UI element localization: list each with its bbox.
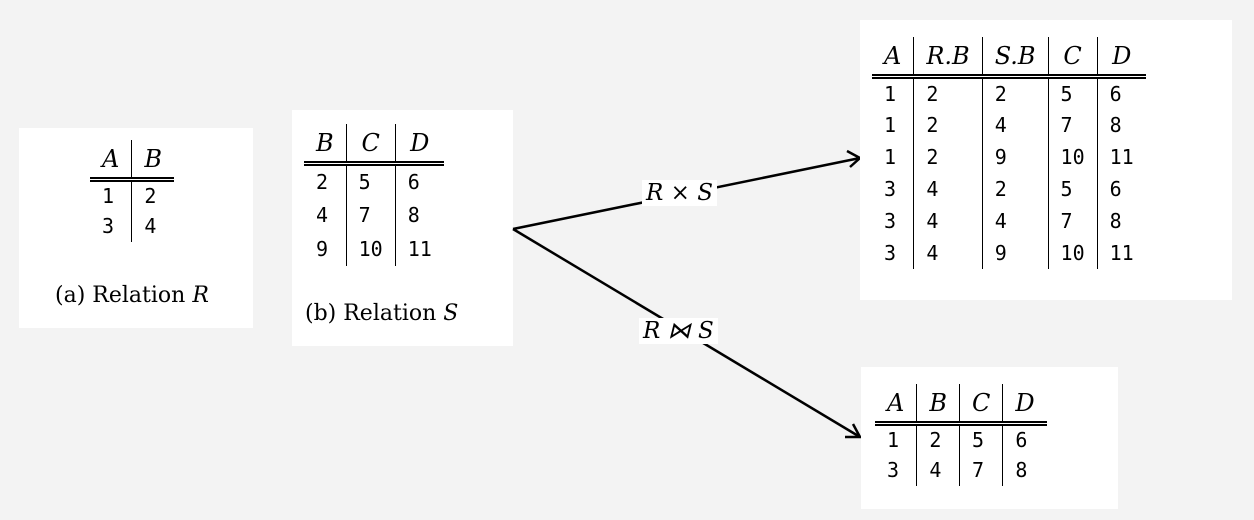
column-header: C xyxy=(345,124,396,166)
table-cell: 10 xyxy=(345,231,396,266)
table-cell: 6 xyxy=(1096,172,1146,205)
column-header: A xyxy=(872,37,914,79)
table-cell: 8 xyxy=(1002,454,1047,486)
table-cell: 4 xyxy=(316,202,329,227)
table-cell: 2 xyxy=(913,76,983,109)
table-cell: 5 xyxy=(1047,76,1098,109)
table-cell: 2 xyxy=(913,108,983,141)
column-header: B xyxy=(916,384,960,426)
table-cell: 4 xyxy=(913,204,983,237)
table-cell: 6 xyxy=(1096,76,1146,109)
table-cell: 7 xyxy=(958,454,1003,486)
table-cell: 4 xyxy=(981,204,1049,237)
column-header: C xyxy=(958,384,1003,426)
table-cell: 3 xyxy=(884,208,897,233)
table-cell: 5 xyxy=(1047,172,1098,205)
relation-s-caption-var: S xyxy=(443,301,459,326)
table-cell: 5 xyxy=(345,163,396,198)
table-cell: 4 xyxy=(131,210,174,242)
table-cell: 2 xyxy=(916,423,960,455)
table-cell: 9 xyxy=(316,236,329,261)
table-cell: 1 xyxy=(884,81,897,106)
table-cell: 2 xyxy=(981,76,1049,109)
table-cell: 3 xyxy=(884,176,897,201)
table-cell: 1 xyxy=(884,144,897,169)
table-cell: 8 xyxy=(1096,204,1146,237)
table-cell: 2 xyxy=(981,172,1049,205)
column-header: R.B xyxy=(913,37,983,79)
column-header: A xyxy=(875,384,917,426)
table-cell: 3 xyxy=(102,214,115,238)
table-cell: 2 xyxy=(316,169,329,194)
table-cell: 4 xyxy=(913,172,983,205)
table-cell: 9 xyxy=(981,140,1049,173)
cross-product-label: R × S xyxy=(642,180,717,206)
table-cell: 1 xyxy=(884,112,897,137)
table-cell: 4 xyxy=(913,236,983,269)
table-cell: 9 xyxy=(981,236,1049,269)
table-cell: 7 xyxy=(1047,204,1098,237)
table-cell: 10 xyxy=(1047,140,1098,173)
table-cell: 7 xyxy=(1047,108,1098,141)
relation-s-caption: (b) Relation S xyxy=(305,301,459,326)
table-cell: 8 xyxy=(1096,108,1146,141)
natural-join-label: R ⋈ S xyxy=(639,318,718,344)
column-header: D xyxy=(1002,384,1047,426)
column-header: A xyxy=(90,140,132,182)
table-cell: 11 xyxy=(394,231,444,266)
column-header: B xyxy=(304,124,347,166)
column-header: C xyxy=(1047,37,1098,79)
table-cell: 11 xyxy=(1096,140,1146,173)
column-header: D xyxy=(1096,37,1146,79)
table-cell: 1 xyxy=(102,184,115,209)
table-cell: 8 xyxy=(394,197,444,232)
column-header: S.B xyxy=(981,37,1049,79)
table-cell: 6 xyxy=(394,163,444,198)
table-cell: 3 xyxy=(884,240,897,265)
table-cell: 3 xyxy=(887,458,900,482)
table-cell: 5 xyxy=(958,423,1003,455)
table-cell: 2 xyxy=(131,179,174,211)
column-header: B xyxy=(131,140,174,182)
table-cell: 6 xyxy=(1002,423,1047,455)
table-cell: 2 xyxy=(913,140,983,173)
relation-r-caption-var: R xyxy=(192,283,209,308)
column-header: D xyxy=(394,124,444,166)
table-cell: 4 xyxy=(916,454,960,486)
natural-join-arrowhead xyxy=(845,423,863,439)
table-cell: 7 xyxy=(345,197,396,232)
table-cell: 4 xyxy=(981,108,1049,141)
table-cell: 11 xyxy=(1096,236,1146,269)
relation-r-caption: (a) Relation R xyxy=(55,283,209,308)
table-cell: 10 xyxy=(1047,236,1098,269)
table-cell: 1 xyxy=(887,428,900,453)
